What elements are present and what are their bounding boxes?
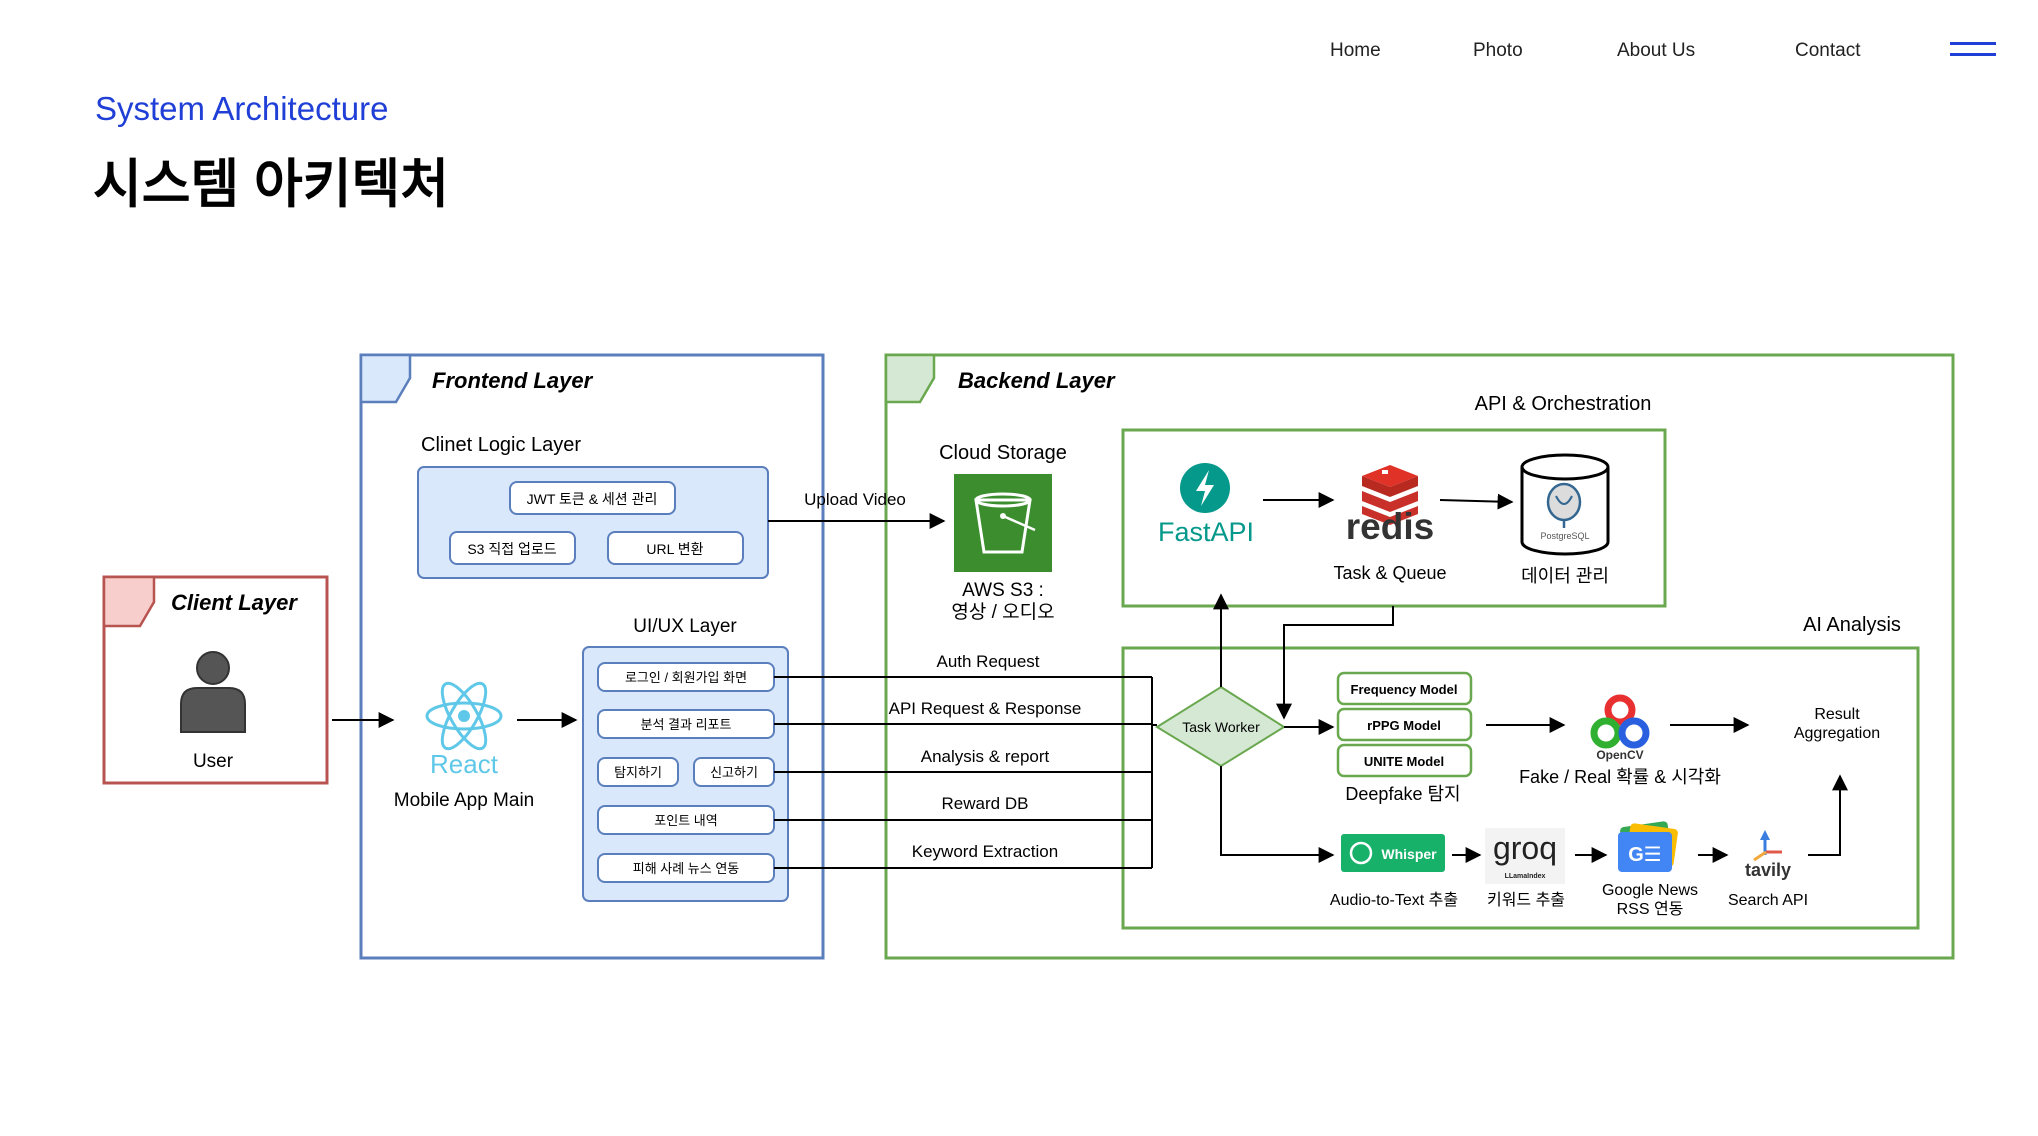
nav-photo-link[interactable]: Photo bbox=[1473, 40, 1523, 61]
backend-layer: Backend Layer Cloud Storage AWS S3 : 영상 … bbox=[884, 353, 1955, 960]
db-manage-label: 데이터 관리 bbox=[1521, 566, 1609, 586]
analysis-report-label: Analysis & report bbox=[921, 747, 1050, 766]
client-layer-title: Client Layer bbox=[171, 590, 298, 615]
nav-contact-link[interactable]: Contact bbox=[1795, 40, 1861, 61]
task-worker-label: Task Worker bbox=[1182, 719, 1260, 735]
fake-real-label: Fake / Real 확률 & 시각화 bbox=[1519, 767, 1721, 787]
jwt-session-node bbox=[509, 481, 676, 515]
llamaindex-logo-text: LLamaIndex bbox=[1505, 873, 1546, 880]
deepfake-label: Deepfake 탐지 bbox=[1345, 784, 1460, 804]
postgres-logo-text: PostgreSQL bbox=[1540, 531, 1589, 541]
redis-icon bbox=[1362, 465, 1418, 525]
keyword-extract-label: 키워드 추출 bbox=[1487, 891, 1565, 909]
search-api-label: Search API bbox=[1728, 892, 1808, 909]
upload-video-label: Upload Video bbox=[804, 490, 906, 509]
connectors bbox=[332, 492, 1848, 869]
auth-request-label: Auth Request bbox=[936, 652, 1039, 671]
opencv-logo-text: OpenCV bbox=[1596, 748, 1643, 762]
frontend-layer: Frontend Layer Clinet Logic Layer JWT 토큰… bbox=[359, 353, 825, 960]
react-icon bbox=[425, 681, 503, 751]
page-title: 시스템 아키텍처 bbox=[93, 155, 450, 214]
jwt-session-label: JWT 토큰 & 세션 관리 bbox=[527, 491, 658, 507]
redis-logo-text: redis bbox=[1346, 506, 1434, 547]
api-orchestration-title: API & Orchestration bbox=[1475, 393, 1652, 415]
url-convert-node bbox=[607, 531, 744, 565]
url-convert-label: URL 변환 bbox=[646, 541, 703, 557]
aws-s3-icon bbox=[954, 474, 1052, 572]
unite-model-node bbox=[1336, 743, 1473, 778]
api-request-label: API Request & Response bbox=[889, 699, 1082, 718]
frequency-model-node bbox=[1336, 671, 1473, 706]
result-label-1: Result bbox=[1814, 706, 1860, 723]
google-news-label-1: Google News bbox=[1602, 882, 1698, 899]
login-screen-label: 로그인 / 회원가입 화면 bbox=[625, 670, 747, 685]
hamburger-menu-icon[interactable] bbox=[1950, 42, 1996, 58]
react-logo-text: React bbox=[430, 749, 499, 779]
points-screen-label: 포인트 내역 bbox=[654, 813, 717, 828]
task-queue-label: Task & Queue bbox=[1333, 563, 1446, 583]
unite-model-label: UNITE Model bbox=[1364, 754, 1444, 769]
flow-labels: Upload Video Auth Request API Request & … bbox=[804, 490, 1081, 861]
svg-text:G☰: G☰ bbox=[1628, 844, 1662, 866]
groq-logo-text: groq bbox=[1493, 830, 1557, 866]
report-screen-label: 분석 결과 리포트 bbox=[641, 717, 732, 732]
frequency-model-label: Frequency Model bbox=[1351, 682, 1458, 697]
tavily-icon bbox=[1753, 830, 1782, 862]
ai-analysis-title: AI Analysis bbox=[1803, 614, 1901, 636]
reward-db-label: Reward DB bbox=[942, 794, 1029, 813]
tavily-logo-text: tavily bbox=[1745, 860, 1791, 880]
detect-screen-node bbox=[597, 757, 679, 787]
nav-about-link[interactable]: About Us bbox=[1617, 40, 1696, 61]
postgres-db-icon bbox=[1520, 453, 1610, 556]
opencv-icon bbox=[1590, 694, 1650, 749]
rppg-model-label: rPPG Model bbox=[1367, 718, 1441, 733]
whisper-icon bbox=[1341, 834, 1445, 872]
client-layer: Client Layer User bbox=[102, 575, 329, 785]
declare-screen-label: 신고하기 bbox=[710, 765, 758, 780]
user-label: User bbox=[193, 751, 234, 772]
cloud-storage-title: Cloud Storage bbox=[939, 442, 1067, 464]
aws-s3-label-2: 영상 / 오디오 bbox=[951, 601, 1054, 623]
fastapi-icon bbox=[1180, 463, 1230, 513]
section-subtitle: System Architecture bbox=[95, 90, 389, 127]
fastapi-label: FastAPI bbox=[1158, 517, 1254, 547]
s3-upload-node bbox=[449, 531, 576, 565]
mobile-app-label: Mobile App Main bbox=[394, 790, 534, 811]
client-logic-title: Clinet Logic Layer bbox=[421, 434, 581, 456]
audio-to-text-label: Audio-to-Text 추출 bbox=[1330, 891, 1458, 909]
detect-screen-label: 탐지하기 bbox=[614, 765, 662, 780]
user-icon bbox=[180, 651, 246, 733]
whisper-logo-text: Whisper bbox=[1381, 846, 1437, 862]
result-label-2: Aggregation bbox=[1794, 725, 1880, 742]
keyword-extraction-label: Keyword Extraction bbox=[912, 842, 1058, 861]
frontend-layer-title: Frontend Layer bbox=[432, 368, 594, 393]
s3-upload-label: S3 직접 업로드 bbox=[467, 541, 556, 557]
aws-s3-label-1: AWS S3 : bbox=[962, 580, 1044, 601]
top-nav: Home Photo About Us Contact bbox=[0, 0, 2038, 100]
rppg-model-node bbox=[1336, 707, 1473, 742]
news-screen-label: 피해 사례 뉴스 연동 bbox=[633, 861, 740, 876]
nav-home-link[interactable]: Home bbox=[1330, 40, 1381, 61]
google-news-label-2: RSS 연동 bbox=[1617, 900, 1684, 918]
google-news-icon: G☰ bbox=[1618, 821, 1678, 872]
uiux-title: UI/UX Layer bbox=[633, 616, 737, 637]
backend-layer-title: Backend Layer bbox=[958, 368, 1116, 393]
